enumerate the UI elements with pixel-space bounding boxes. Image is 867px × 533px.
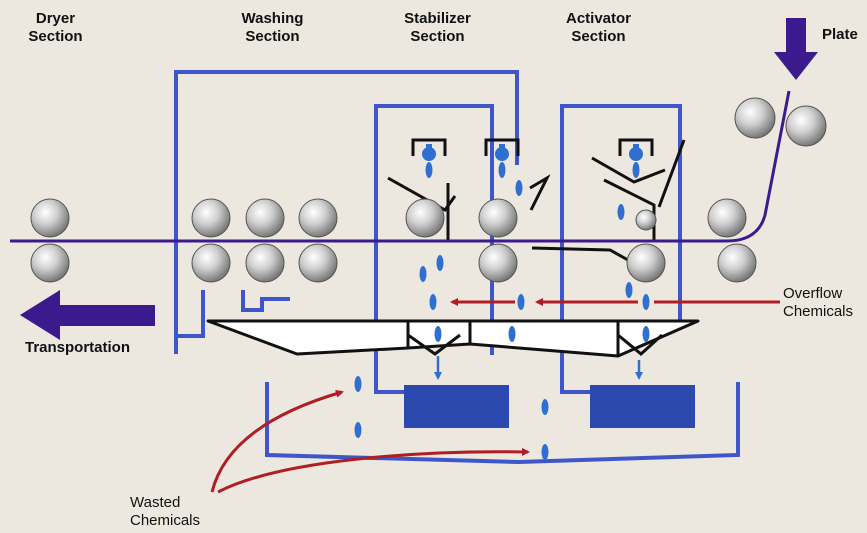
label-line: Section: [571, 28, 626, 45]
spray-head: [411, 138, 447, 161]
plate-path: [10, 90, 791, 243]
label-line: Section: [28, 28, 83, 45]
trough-outlet: [407, 333, 461, 356]
roller: [478, 198, 518, 238]
roller: [245, 198, 285, 238]
label-line: Transportation: [25, 339, 131, 356]
waste-arrow: [217, 447, 530, 494]
wasted-chemicals-label: Wasted Chemicals: [130, 494, 200, 530]
stabilizer-guide: [387, 176, 457, 212]
stabilizer-section-label: Stabilizer Section: [380, 10, 495, 46]
roller: [30, 243, 70, 283]
label-line: Dryer: [35, 10, 76, 27]
roller: [191, 198, 231, 238]
roller: [298, 198, 338, 238]
spray-head: [484, 138, 520, 161]
roller: [734, 97, 776, 139]
roller: [717, 243, 757, 283]
waste-arrow: [210, 389, 344, 493]
label-line: Washing: [241, 10, 304, 27]
washing-frame-pipe: [174, 70, 519, 354]
roller: [245, 243, 285, 283]
transfer-guide: [531, 246, 629, 262]
stabilizer-frame-pipe: [374, 104, 494, 394]
label-line: Chemicals: [130, 512, 201, 529]
activator-frame-pipe: [560, 104, 682, 394]
roller: [405, 198, 445, 238]
label-line: Section: [410, 28, 465, 45]
plate-label: Plate: [822, 26, 858, 44]
activator-tank: [590, 385, 695, 428]
roller: [298, 243, 338, 283]
washing-drain-funnel: [241, 290, 290, 312]
washing-section-label: Washing Section: [215, 10, 330, 46]
label-line: Plate: [822, 26, 858, 43]
chemical-drops: [354, 162, 650, 460]
stabilizer-tank: [404, 385, 509, 428]
activator-section-label: Activator Section: [541, 10, 656, 46]
plate-arrow-icon: [774, 18, 818, 80]
label-line: Activator: [565, 10, 632, 27]
label-line: Wasted: [130, 494, 181, 511]
stabilizer-guide: [529, 174, 551, 211]
roller: [30, 198, 70, 238]
activator-guide: [603, 178, 656, 240]
transportation-label: Transportation: [25, 339, 130, 357]
roller: [478, 243, 518, 283]
roller: [785, 105, 827, 147]
spray-head: [618, 138, 654, 161]
washing-return-pipe: [176, 290, 205, 338]
roller: [707, 198, 747, 238]
transportation-arrow-icon: [20, 290, 155, 340]
activator-guide: [657, 139, 686, 208]
label-line: Chemicals: [783, 303, 854, 320]
roller: [626, 243, 666, 283]
dryer-section-label: Dryer Section: [0, 10, 113, 46]
roller: [191, 243, 231, 283]
activator-guide: [591, 156, 666, 184]
waste-tray: [265, 382, 740, 465]
label-line: Section: [245, 28, 300, 45]
overflow-chemicals-label: Overflow Chemicals: [783, 285, 853, 321]
label-line: Stabilizer: [404, 10, 471, 27]
roller-group: [30, 97, 827, 283]
label-line: Overflow: [783, 285, 843, 302]
trough-outlet: [617, 333, 664, 356]
roller: [635, 209, 657, 231]
